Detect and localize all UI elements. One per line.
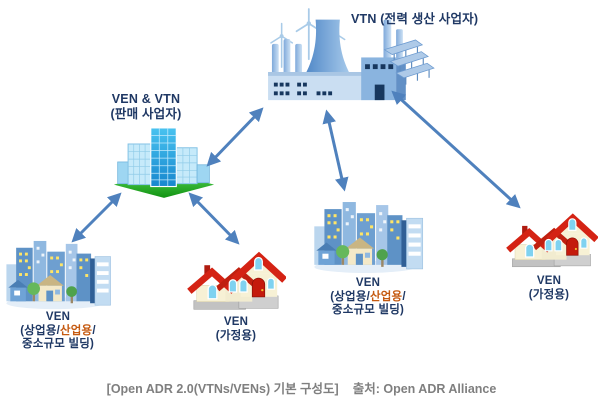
vtn-plant-label: VTN (전력 생산 사업자) <box>351 12 479 26</box>
house-right-label: VEN (가정용) <box>499 275 599 302</box>
arrow-retailer-plant <box>206 107 264 167</box>
cityscape-right-illustration <box>312 200 424 276</box>
retailer-label: VEN & VTN (판매 사업자) <box>86 92 206 122</box>
retailer-label-line1: VEN & VTN <box>111 92 181 106</box>
city-left-label: VEN (상업용/산업용/ 중소규모 빌딩) <box>0 311 116 352</box>
arrow-retailer-city-left <box>71 192 122 243</box>
industrial-highlight: 산업용 <box>370 290 403 303</box>
cityscape-left-illustration <box>4 239 112 312</box>
city-right-label-line1: VEN <box>355 277 381 289</box>
house-right-label-line1: VEN <box>536 275 562 287</box>
arrow-plant-city-right <box>322 109 349 192</box>
city-right-label-line2: (상업용/산업용/ <box>330 290 406 303</box>
city-left-label-line2: (상업용/산업용/ <box>20 324 96 337</box>
arrow-retailer-house-mid <box>188 192 240 245</box>
house-right-label-line2: (가정용) <box>528 288 570 301</box>
house-mid-illustration <box>185 247 286 316</box>
city-right-label-line3: 중소규모 빌딩) <box>331 304 405 316</box>
city-left-label-line3: 중소규모 빌딩) <box>21 338 95 350</box>
retailer-label-line2: (판매 사업자) <box>110 107 182 121</box>
house-mid-label: VEN (가정용) <box>186 316 286 343</box>
house-right-illustration <box>504 209 598 273</box>
industrial-highlight: 산업용 <box>60 324 93 337</box>
caption-title: [Open ADR 2.0(VTNs/VENs) 기본 구성도] <box>106 382 339 396</box>
house-mid-label-line1: VEN <box>223 316 249 328</box>
caption: [Open ADR 2.0(VTNs/VENs) 기본 구성도] 출처: Open… <box>0 378 603 397</box>
house-mid-label-line2: (가정용) <box>215 329 257 342</box>
caption-source: 출처: Open ADR Alliance <box>352 382 497 396</box>
city-left-label-line1: VEN <box>45 311 71 323</box>
office-building-illustration <box>112 122 216 200</box>
city-right-label: VEN (상업용/산업용/ 중소규모 빌딩) <box>310 277 426 318</box>
arrow-plant-house-right <box>391 90 521 209</box>
